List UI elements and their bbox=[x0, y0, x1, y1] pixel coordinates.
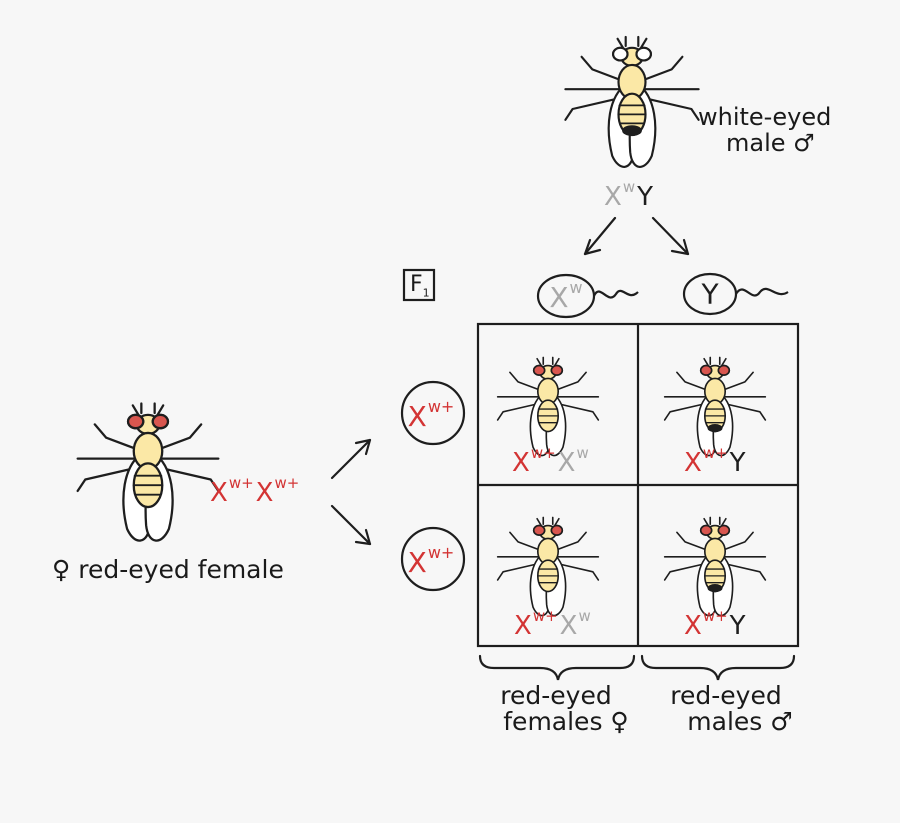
male-gamete-y-label: Y bbox=[701, 277, 719, 311]
bottom-left-label-line2: females ♀ bbox=[503, 707, 629, 736]
cell-bottom-left-genotype: Xw+Xw bbox=[514, 607, 591, 641]
female-genotype: Xw+Xw+ bbox=[210, 474, 300, 508]
female-parent-label: ♀ red-eyed female bbox=[52, 555, 284, 584]
male-gamete-y bbox=[682, 272, 789, 316]
male-symbol-icon-2: ♂ bbox=[770, 707, 793, 736]
male-gamete-x-label: Xw bbox=[549, 278, 583, 314]
female-symbol-icon: ♀ bbox=[52, 555, 71, 584]
cell-top-left-genotype: Xw+Xw bbox=[512, 444, 589, 478]
bottom-right-label-line2: males ♂ bbox=[687, 707, 793, 736]
male-genotype: XwY bbox=[604, 178, 653, 212]
male-arrows bbox=[583, 216, 690, 256]
f1-label: F1 bbox=[410, 272, 430, 300]
female-symbol-icon-2: ♀ bbox=[610, 707, 629, 736]
offspring-fly-female-top bbox=[496, 356, 600, 457]
cell-bottom-right-genotype: Xw+Y bbox=[684, 607, 746, 641]
male-parent-fly bbox=[564, 35, 700, 168]
male-symbol-icon: ♂ bbox=[793, 129, 815, 157]
male-brace bbox=[640, 654, 796, 681]
male-gamete-x bbox=[536, 273, 639, 319]
male-parent-label-line2: male ♂ bbox=[726, 129, 815, 157]
bottom-left-label-line1: red-eyed bbox=[500, 681, 612, 710]
female-parent-fly bbox=[76, 402, 220, 542]
male-parent-label-line1: white-eyed bbox=[698, 103, 832, 131]
female-arrows bbox=[330, 438, 372, 546]
offspring-fly-male-top bbox=[663, 356, 767, 457]
offspring-fly-female-bottom bbox=[496, 516, 600, 617]
cell-top-right-genotype: Xw+Y bbox=[684, 444, 746, 478]
female-gamete-1-label: Xw+ bbox=[407, 397, 455, 433]
punnett-grid bbox=[476, 322, 800, 648]
female-gamete-1 bbox=[400, 380, 466, 446]
f1-box bbox=[402, 268, 436, 302]
female-gamete-2 bbox=[400, 526, 466, 592]
female-brace bbox=[478, 654, 636, 681]
female-gamete-2-label: Xw+ bbox=[407, 543, 455, 579]
bottom-right-label-line1: red-eyed bbox=[670, 681, 782, 710]
offspring-fly-male-bottom bbox=[663, 516, 767, 617]
